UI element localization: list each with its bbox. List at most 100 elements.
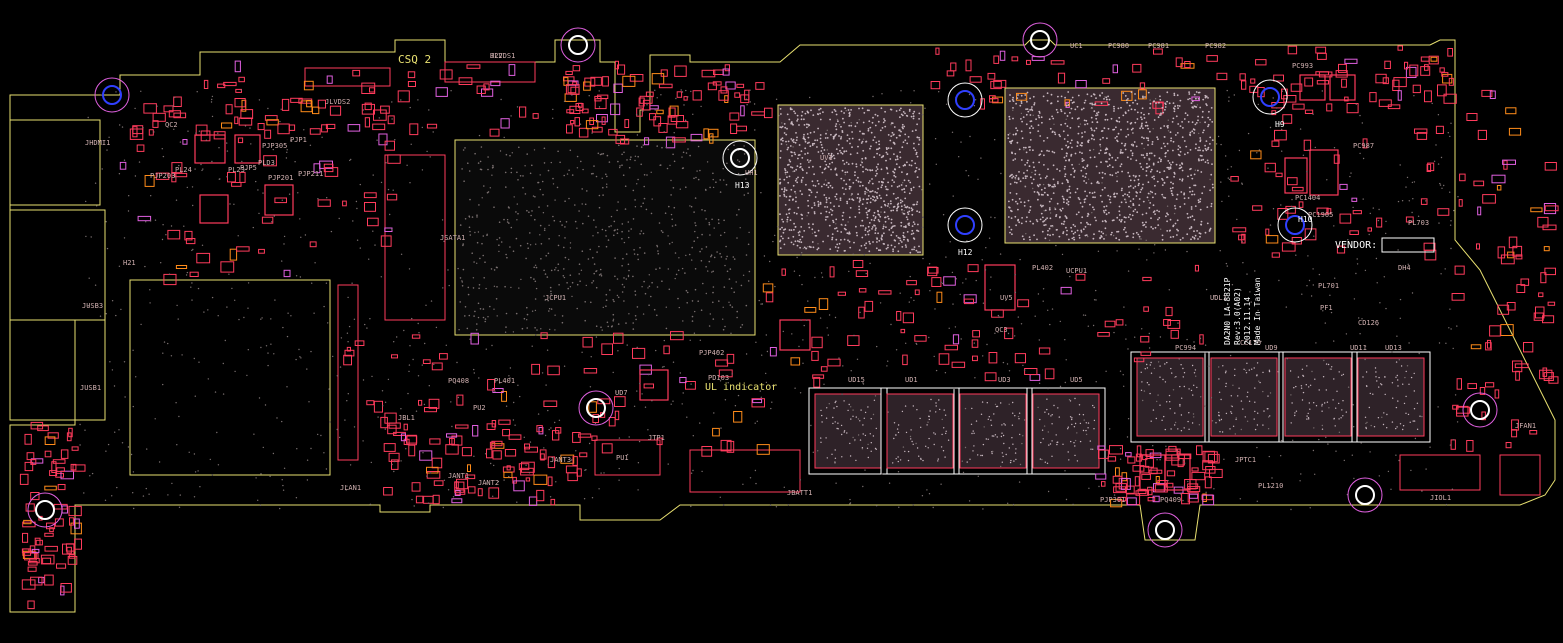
component-pad	[638, 97, 645, 107]
via	[1172, 140, 1175, 143]
via	[1012, 443, 1014, 445]
via	[485, 287, 487, 290]
via	[870, 190, 872, 193]
via	[845, 161, 848, 164]
via	[461, 281, 463, 283]
via	[1293, 387, 1295, 389]
via	[1170, 367, 1172, 370]
via	[760, 192, 762, 194]
via	[1175, 450, 1178, 452]
component-pad	[570, 120, 575, 125]
via	[681, 403, 683, 405]
component-pad	[572, 65, 581, 72]
via	[552, 215, 554, 218]
via	[1146, 363, 1148, 366]
via	[835, 227, 838, 229]
component-pad	[60, 470, 74, 480]
via	[831, 233, 834, 236]
via	[741, 324, 744, 326]
via	[971, 432, 973, 435]
via	[1173, 173, 1176, 175]
via	[804, 140, 807, 143]
via	[592, 280, 595, 282]
via	[839, 149, 841, 152]
via	[616, 209, 618, 212]
component-pad	[234, 60, 241, 73]
via	[637, 258, 639, 261]
via	[1222, 365, 1224, 367]
via	[1183, 197, 1186, 200]
component-pad	[326, 75, 333, 84]
via	[1390, 488, 1392, 490]
via	[914, 170, 917, 173]
via	[848, 240, 851, 243]
via	[817, 151, 820, 153]
component-pad	[31, 548, 40, 554]
via	[691, 315, 694, 318]
via	[1071, 230, 1073, 233]
via	[865, 168, 867, 171]
via	[1098, 182, 1100, 185]
via	[1103, 127, 1106, 130]
via	[1039, 218, 1042, 221]
via	[636, 253, 639, 256]
via	[559, 455, 562, 457]
component-pad	[1491, 174, 1506, 184]
via	[1083, 201, 1086, 204]
via	[1290, 422, 1292, 424]
via	[1014, 291, 1017, 294]
via	[600, 153, 603, 155]
via	[478, 377, 480, 379]
via	[607, 239, 610, 241]
via	[1168, 162, 1171, 164]
via	[966, 240, 968, 242]
via	[1186, 114, 1189, 117]
component-pad	[1544, 267, 1557, 276]
via	[812, 165, 814, 168]
component-pad	[435, 87, 448, 97]
via	[671, 218, 673, 221]
via	[800, 241, 803, 244]
via	[1153, 178, 1156, 180]
component-pad	[1216, 72, 1228, 81]
via	[574, 204, 576, 206]
via	[1174, 421, 1177, 424]
via	[1179, 99, 1182, 102]
via	[1169, 408, 1171, 410]
via	[1149, 170, 1152, 173]
via	[1136, 192, 1138, 194]
component-pad	[1004, 327, 1014, 340]
via	[1134, 121, 1137, 124]
via	[119, 124, 121, 126]
via	[123, 159, 126, 161]
via	[1000, 402, 1002, 404]
via	[899, 151, 901, 154]
component-pad	[1017, 299, 1030, 308]
via	[1023, 172, 1025, 174]
via	[1025, 123, 1028, 126]
via	[894, 176, 897, 178]
via	[476, 323, 478, 325]
via	[272, 148, 274, 151]
via	[1386, 427, 1388, 429]
via	[325, 468, 328, 470]
component-pad	[1437, 84, 1447, 97]
via	[267, 352, 269, 354]
via	[1043, 220, 1046, 222]
via	[1156, 209, 1158, 212]
component-pad	[572, 432, 581, 443]
via	[1070, 107, 1073, 110]
via	[636, 306, 639, 308]
via	[1174, 205, 1176, 207]
via	[781, 226, 783, 229]
via	[179, 494, 181, 496]
via	[869, 433, 871, 435]
via	[633, 253, 636, 255]
component-pad	[829, 266, 835, 278]
component-pad	[1456, 405, 1469, 417]
via	[1101, 171, 1104, 174]
via	[870, 219, 873, 221]
component-pad	[465, 474, 476, 480]
via	[149, 289, 151, 291]
via	[1084, 131, 1086, 133]
